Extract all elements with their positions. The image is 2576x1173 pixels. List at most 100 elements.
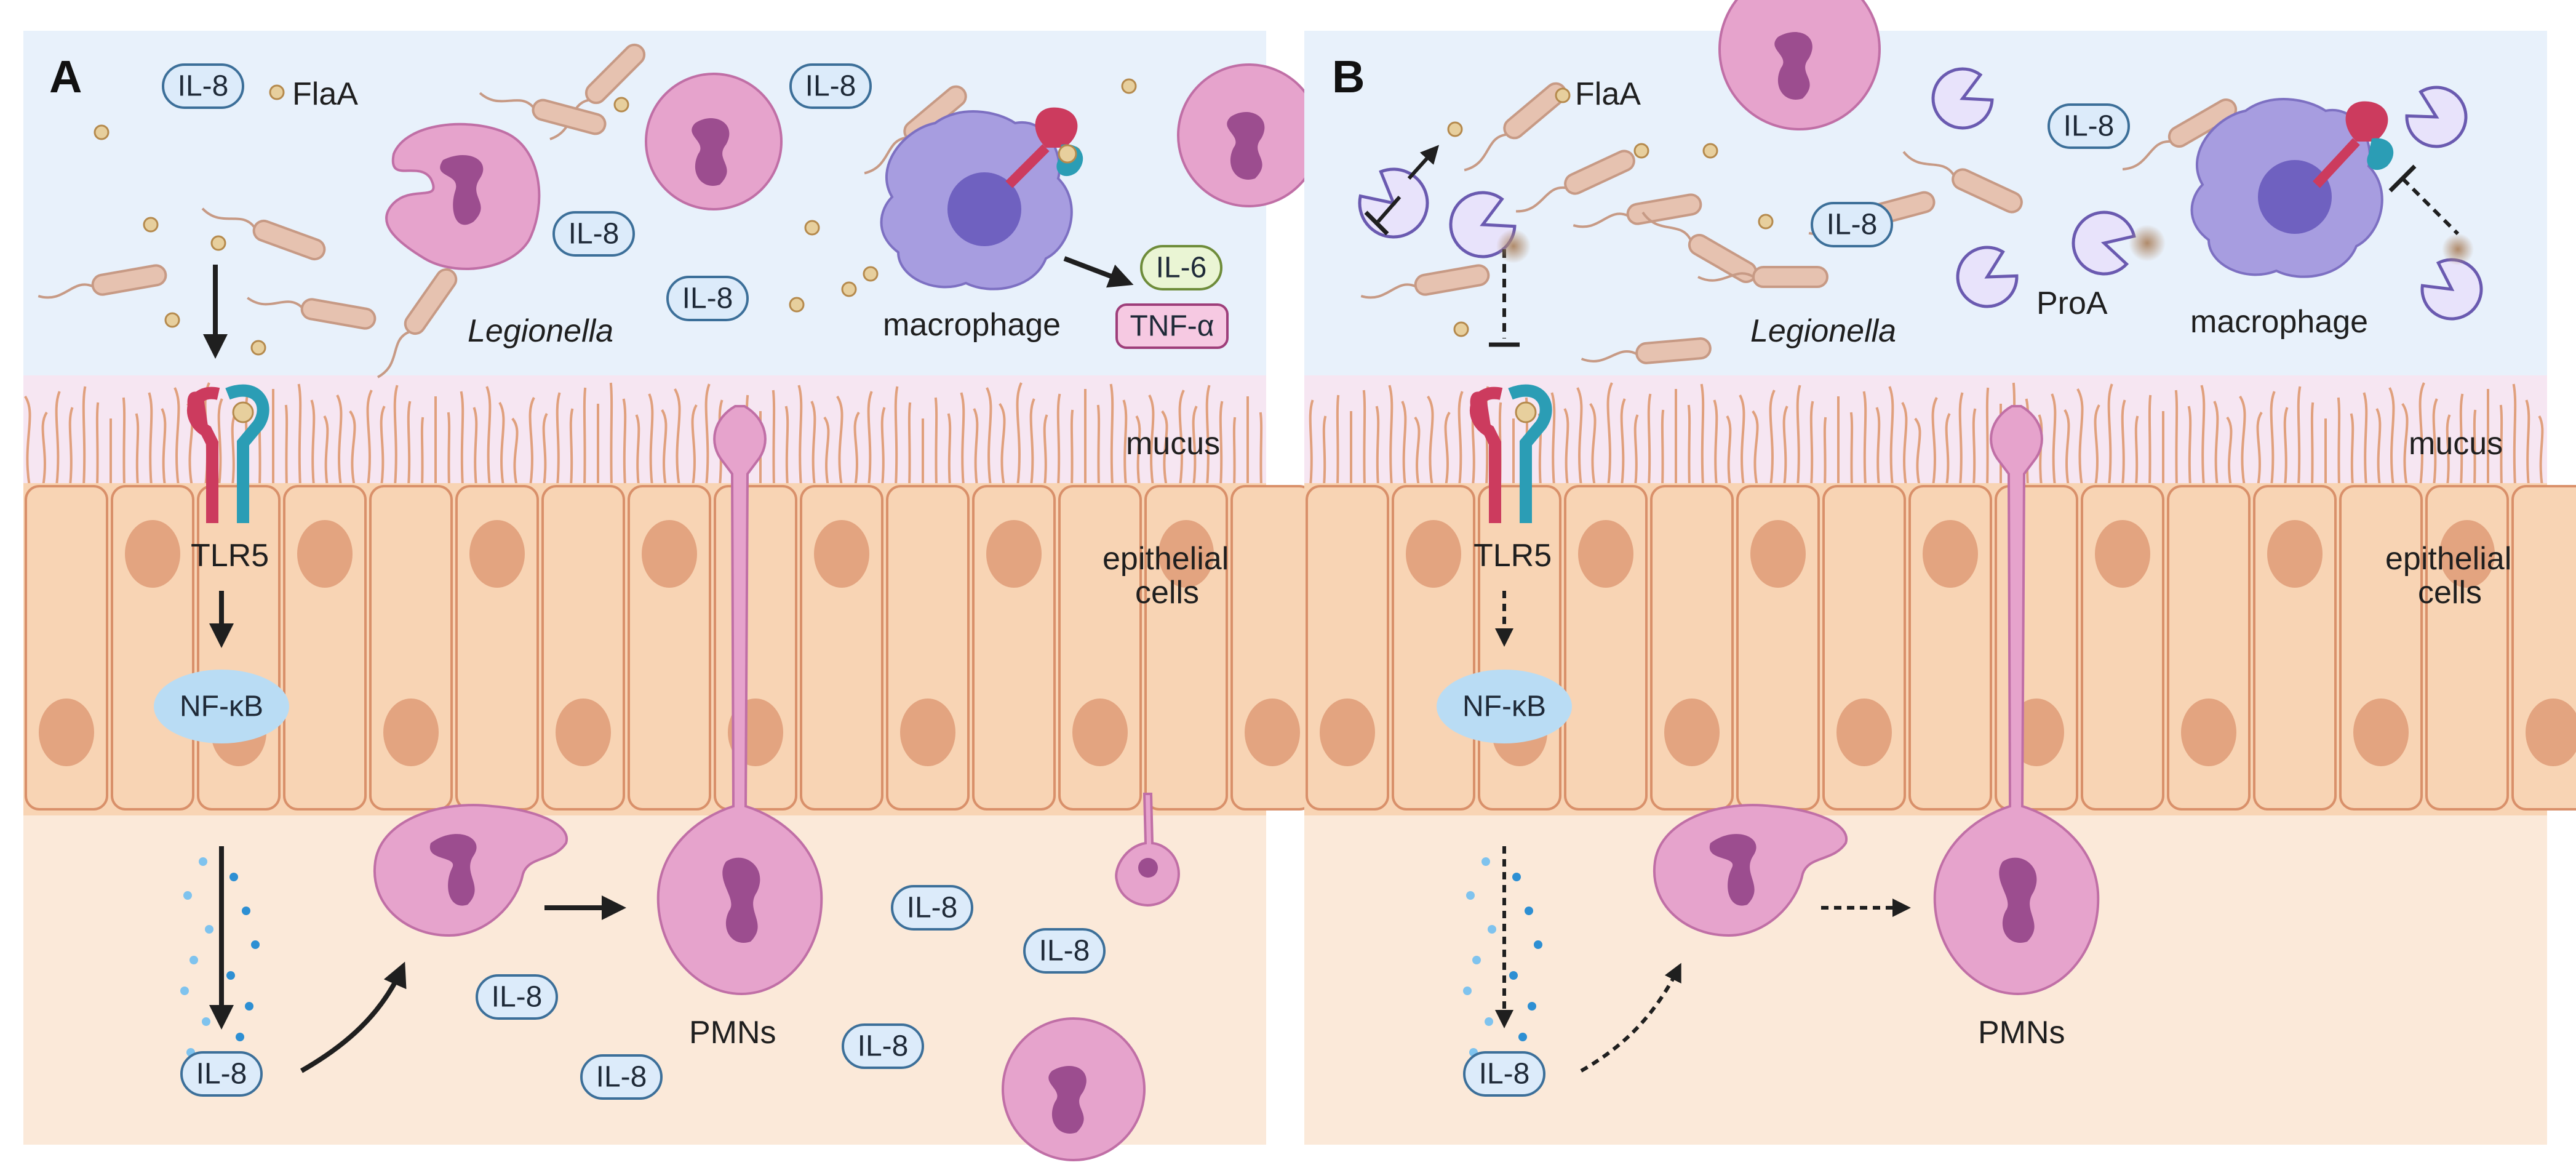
pmn-migrating: [373, 804, 568, 937]
cilium: [1178, 390, 1185, 487]
cilium: [2200, 385, 2206, 487]
svg-text:IL-8: IL-8: [1479, 1058, 1530, 1091]
il8-dot: [236, 1033, 244, 1041]
flagellum: [1516, 186, 1566, 213]
cilium: [1375, 406, 1380, 487]
cilium: [2418, 382, 2425, 487]
cilium: [284, 404, 289, 487]
epithelial-cells-b: [1306, 485, 2576, 811]
bacterium-body: [584, 43, 646, 105]
cilium: [1888, 386, 1894, 487]
cilium: [2076, 388, 2084, 487]
cells-label-b: cells: [2418, 575, 2482, 611]
cell-nucleus: [1406, 520, 1461, 588]
il8-dot: [189, 956, 198, 964]
bacteria-a: [38, 43, 1137, 378]
cilium: [1056, 393, 1061, 487]
il8-dot: [1481, 857, 1490, 866]
flagellum: [247, 297, 303, 309]
cilium: [1809, 401, 1814, 487]
il8-badge: IL-8: [1023, 928, 1106, 974]
cilium: [836, 395, 843, 487]
cell-nucleus: [814, 520, 869, 588]
cilium: [1427, 395, 1434, 487]
pmn-small: [1115, 793, 1180, 907]
cilium: [1388, 385, 1394, 487]
epithelial-cells-a: [25, 485, 1314, 811]
legionella-bacterium: [1464, 82, 1567, 172]
cilium: [498, 401, 505, 487]
il8-dot: [183, 891, 192, 900]
cilium: [310, 399, 316, 487]
cilium: [1192, 406, 1198, 487]
flaa-flagellin: [1555, 87, 1571, 103]
cilium: [1043, 414, 1048, 487]
legionella-bacterium: [1516, 150, 1635, 213]
svg-text:IL-8: IL-8: [568, 218, 620, 250]
flaa-flagellin: [1758, 214, 1774, 230]
cilium: [1769, 390, 1776, 487]
cilium: [1444, 411, 1451, 487]
tlr5-receptor: [1005, 107, 1083, 188]
panel-letter-b: B: [1332, 51, 1365, 102]
flaa-flagellin: [1633, 143, 1649, 159]
cilium: [1958, 392, 1964, 487]
flaa-flagellin: [164, 312, 180, 328]
flagellum: [1697, 272, 1755, 282]
pmn-migrating: [1653, 804, 1848, 937]
cilium: [393, 385, 399, 487]
cell-nucleus: [2353, 699, 2409, 766]
cell-nucleus: [1664, 699, 1720, 766]
legionella-bacterium: [201, 207, 326, 261]
svg-text:IL-8: IL-8: [805, 70, 856, 103]
cilium: [2094, 404, 2100, 487]
bacterium-body: [1952, 168, 2023, 214]
cilium: [907, 402, 912, 487]
cilium: [1914, 417, 1921, 487]
svg-text:IL-8: IL-8: [907, 892, 958, 924]
cilium: [797, 385, 803, 487]
neutrophil: [1718, 0, 1881, 130]
cilium: [2499, 404, 2503, 487]
il8-badge: IL-8: [789, 63, 872, 109]
cilium: [853, 411, 860, 487]
svg-text:NF-κB: NF-κB: [180, 691, 263, 723]
cilium: [2473, 409, 2477, 487]
legionella-bacterium: [1697, 266, 1828, 288]
svg-text:IL-8: IL-8: [492, 981, 543, 1014]
il8-badge: IL-8: [580, 1054, 663, 1100]
legionella-bacterium: [2122, 98, 2238, 170]
il8-dot: [1463, 987, 1472, 995]
il8-dot: [1485, 1017, 1493, 1026]
flaa-flagellin: [1447, 121, 1463, 137]
cilium: [148, 392, 153, 487]
cell-nucleus: [2439, 520, 2495, 588]
legionella-bacterium: [1902, 151, 2023, 214]
cell-nucleus: [469, 520, 525, 588]
flaa-flagellin: [789, 297, 805, 313]
panel-b: B: [1304, 0, 2576, 1145]
flagellum: [864, 136, 907, 175]
cilium: [1700, 383, 1705, 487]
cell-nucleus: [900, 699, 955, 766]
inhibition-blocker: [1489, 229, 1531, 347]
il8-dot: [251, 940, 260, 949]
cilium: [648, 393, 654, 487]
bacterium-body: [252, 219, 326, 261]
cilium: [1606, 382, 1613, 487]
cilium: [473, 407, 478, 487]
cilium: [1985, 387, 1990, 487]
cilium: [2363, 392, 2368, 487]
il8-badge: IL-8: [1463, 1051, 1545, 1097]
cilium: [1713, 399, 1718, 487]
cell-nucleus: [1578, 520, 1633, 588]
legionella-label-b: Legionella: [1750, 313, 1896, 349]
cell-nucleus: [1836, 699, 1892, 766]
cilium: [1096, 404, 1101, 487]
svg-text:IL-8: IL-8: [596, 1061, 647, 1094]
cell-nucleus: [1245, 699, 1300, 766]
flaa-flagellin: [863, 266, 879, 282]
cilium: [217, 398, 223, 487]
mucus-cilia-b: [1309, 382, 2544, 487]
cilium: [2401, 402, 2409, 487]
